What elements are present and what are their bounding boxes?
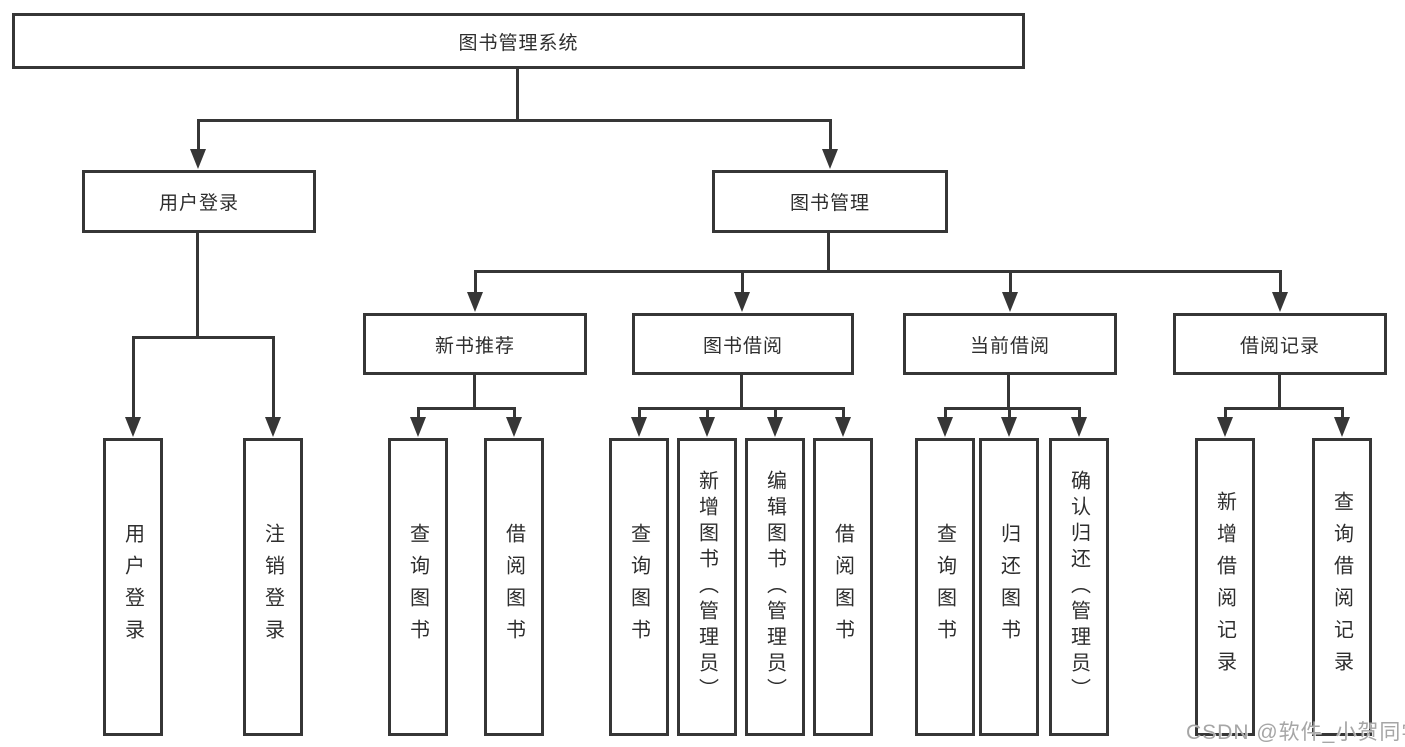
- edge-login-group-bar: [132, 336, 275, 339]
- node-new-books: 新书推荐: [363, 313, 587, 375]
- leaf-return-books: 归还图书: [979, 438, 1039, 736]
- arrow-to-new-books: [467, 270, 483, 312]
- edge-new-books-group-bar: [417, 407, 515, 410]
- edge-level2-bar: [197, 119, 832, 122]
- edge-current-borrow-drop: [1007, 375, 1010, 407]
- arrow-to-book-mgmt-stem: [828, 119, 832, 149]
- node-current-borrow: 当前借阅: [903, 313, 1117, 375]
- arrow-to-leaf-edit-books: [767, 407, 783, 437]
- arrow-to-current-borrow-head: [1002, 292, 1018, 312]
- arrow-to-leaf-edit-books-stem: [773, 407, 777, 417]
- arrow-to-leaf-add-record: [1217, 407, 1233, 437]
- arrow-to-leaf-confirm-return: [1071, 407, 1087, 437]
- arrow-to-leaf-borrow-2-stem: [841, 407, 845, 417]
- edge-borrow-records-group-bar: [1224, 407, 1343, 410]
- arrow-to-book-mgmt-head: [822, 149, 838, 169]
- arrow-to-leaf-login: [125, 336, 141, 437]
- leaf-query-books-1: 查询图书: [388, 438, 448, 736]
- arrow-to-leaf-query-2: [631, 407, 647, 437]
- leaf-query-books-2: 查询图书: [609, 438, 669, 736]
- arrow-to-leaf-add-books-stem: [705, 407, 709, 417]
- arrow-to-leaf-login-head: [125, 417, 141, 437]
- edge-book-mgmt-drop: [827, 233, 830, 270]
- arrow-to-leaf-logout-head: [265, 417, 281, 437]
- arrow-to-book-borrow: [734, 270, 750, 312]
- arrow-to-leaf-query-1: [410, 407, 426, 437]
- arrow-to-leaf-return-head: [1001, 417, 1017, 437]
- edge-level3-bar: [474, 270, 1282, 273]
- arrow-to-book-borrow-head: [734, 292, 750, 312]
- leaf-query-books-3: 查询图书: [915, 438, 975, 736]
- node-borrow-records: 借阅记录: [1173, 313, 1387, 375]
- arrow-to-user-login-head: [190, 149, 206, 169]
- watermark: CSDN @软件_小贺同学: [1186, 721, 1405, 744]
- arrow-to-leaf-add-books-head: [699, 417, 715, 437]
- arrow-to-leaf-borrow-2: [835, 407, 851, 437]
- node-book-borrow: 图书借阅: [632, 313, 854, 375]
- arrow-to-leaf-edit-books-head: [767, 417, 783, 437]
- arrow-to-leaf-add-record-head: [1217, 417, 1233, 437]
- arrow-to-leaf-borrow-1-head: [506, 417, 522, 437]
- leaf-add-borrow-record: 新增借阅记录: [1195, 438, 1255, 736]
- arrow-to-leaf-borrow-2-head: [835, 417, 851, 437]
- leaf-logout: 注销登录: [243, 438, 303, 736]
- arrow-to-leaf-return-stem: [1007, 407, 1011, 417]
- arrow-to-leaf-query-record: [1334, 407, 1350, 437]
- leaf-user-login: 用户登录: [103, 438, 163, 736]
- arrow-to-book-mgmt: [822, 119, 838, 169]
- edge-book-borrow-drop: [740, 375, 743, 407]
- leaf-borrow-books-2: 借阅图书: [813, 438, 873, 736]
- leaf-borrow-books-1: 借阅图书: [484, 438, 544, 736]
- arrow-to-leaf-logout: [265, 336, 281, 437]
- arrow-to-leaf-borrow-1-stem: [512, 407, 516, 417]
- arrow-to-book-borrow-stem: [740, 270, 744, 292]
- arrow-to-borrow-records-stem: [1278, 270, 1282, 292]
- arrow-to-borrow-records-head: [1272, 292, 1288, 312]
- edge-borrow-records-drop: [1278, 375, 1281, 407]
- arrow-to-leaf-query-3-stem: [943, 407, 947, 417]
- arrow-to-user-login-stem: [196, 119, 200, 149]
- leaf-confirm-return-admin: 确认归还（管理员）: [1049, 438, 1109, 736]
- arrow-to-leaf-add-record-stem: [1223, 407, 1227, 417]
- arrow-to-new-books-stem: [473, 270, 477, 292]
- leaf-add-books-admin: 新增图书（管理员）: [677, 438, 737, 736]
- edge-current-borrow-group-bar: [944, 407, 1080, 410]
- arrow-to-leaf-login-stem: [131, 336, 135, 417]
- arrow-to-current-borrow-stem: [1008, 270, 1012, 292]
- arrow-to-new-books-head: [467, 292, 483, 312]
- arrow-to-leaf-logout-stem: [271, 336, 275, 417]
- node-root-library-system: 图书管理系统: [12, 13, 1025, 69]
- arrow-to-user-login: [190, 119, 206, 169]
- arrow-to-leaf-borrow-1: [506, 407, 522, 437]
- arrow-to-leaf-query-record-head: [1334, 417, 1350, 437]
- arrow-to-leaf-confirm-return-head: [1071, 417, 1087, 437]
- arrow-to-borrow-records: [1272, 270, 1288, 312]
- arrow-to-leaf-query-1-head: [410, 417, 426, 437]
- node-user-login: 用户登录: [82, 170, 316, 233]
- node-book-mgmt: 图书管理: [712, 170, 948, 233]
- edge-user-login-drop: [196, 233, 199, 336]
- arrow-to-leaf-query-3-head: [937, 417, 953, 437]
- arrow-to-leaf-add-books: [699, 407, 715, 437]
- edge-book-borrow-group-bar: [638, 407, 844, 410]
- edge-root-drop: [516, 69, 519, 119]
- arrow-to-leaf-query-2-head: [631, 417, 647, 437]
- arrow-to-leaf-query-1-stem: [416, 407, 420, 417]
- arrow-to-leaf-query-record-stem: [1340, 407, 1344, 417]
- arrow-to-leaf-query-2-stem: [637, 407, 641, 417]
- leaf-edit-books-admin: 编辑图书（管理员）: [745, 438, 805, 736]
- edge-new-books-drop: [473, 375, 476, 407]
- leaf-query-borrow-record: 查询借阅记录: [1312, 438, 1372, 736]
- arrow-to-leaf-query-3: [937, 407, 953, 437]
- arrow-to-current-borrow: [1002, 270, 1018, 312]
- arrow-to-leaf-confirm-return-stem: [1077, 407, 1081, 417]
- arrow-to-leaf-return: [1001, 407, 1017, 437]
